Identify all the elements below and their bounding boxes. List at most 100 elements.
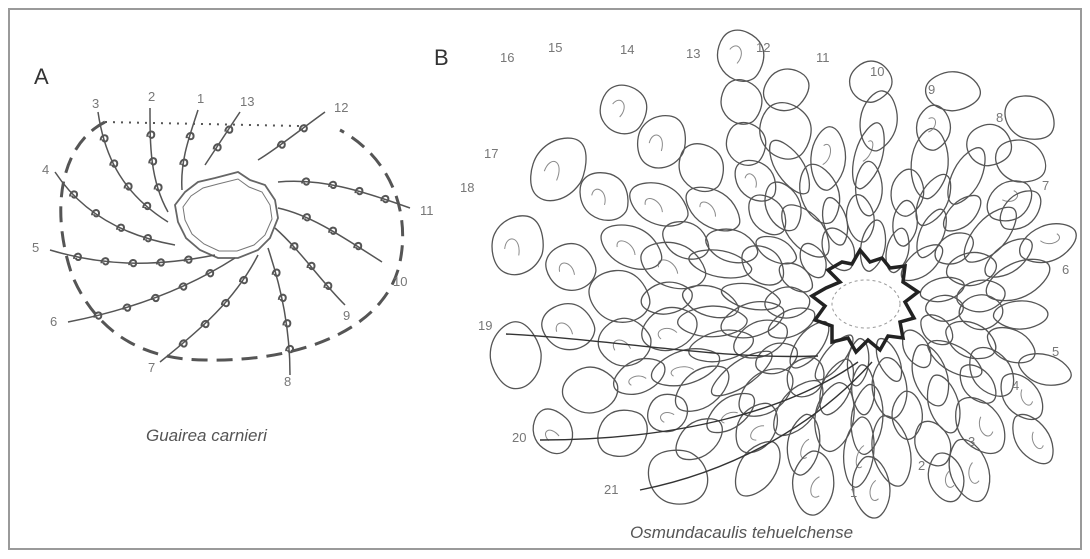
leaf-trace-inner xyxy=(616,240,636,256)
leaf-trace-inner xyxy=(699,201,716,217)
panel-a-label-3: 3 xyxy=(92,96,99,111)
figure-frame xyxy=(8,8,1082,550)
leaf-trace-inner xyxy=(944,470,955,488)
panel-a-label-5: 5 xyxy=(32,240,39,255)
leaf-trace-icon xyxy=(328,226,338,235)
leaf-trace-outline xyxy=(919,276,965,303)
leaf-trace-inner xyxy=(558,262,575,275)
leaf-trace-inner xyxy=(648,134,663,152)
leaf-trace-outline xyxy=(845,194,875,243)
leaf-trace-outline xyxy=(934,232,974,265)
leaf-trace-outline xyxy=(641,306,698,352)
leaf-trace-icon xyxy=(298,124,308,133)
leaf-trace-outline xyxy=(850,383,884,456)
trace-row-10 xyxy=(277,207,383,263)
leaf-trace-icon xyxy=(153,183,163,192)
trace-row-5 xyxy=(49,249,216,264)
leaf-trace-outline xyxy=(966,123,1013,167)
leaf-trace-outline xyxy=(599,84,648,135)
leaf-trace-icon xyxy=(115,223,125,232)
leaf-trace-outline xyxy=(956,279,1006,313)
leaf-trace-outline xyxy=(677,305,748,338)
leaf-trace-icon xyxy=(178,282,188,291)
leaf-trace-outline xyxy=(969,347,1015,397)
leaf-trace-outline xyxy=(799,242,827,279)
leaf-trace-inner xyxy=(612,99,625,118)
trace-row-4 xyxy=(54,171,176,246)
leaf-trace-outline xyxy=(545,242,597,291)
leaf-trace-outline xyxy=(716,29,765,82)
leaf-trace-icon xyxy=(276,140,286,149)
leaf-trace-outline xyxy=(640,281,693,315)
leaf-trace-outline xyxy=(842,416,875,488)
leaf-trace-outline xyxy=(871,357,908,419)
leaf-trace-inner xyxy=(928,117,937,133)
leaf-trace-inner xyxy=(978,416,994,437)
panel-b-label-10: 10 xyxy=(870,64,884,79)
leaf-trace-icon xyxy=(142,201,152,211)
leaf-trace-icon xyxy=(271,268,281,277)
trace-row-12 xyxy=(257,111,326,161)
leaf-trace-outline xyxy=(859,90,898,152)
panel-a: A 1 2 3 4 xyxy=(32,64,434,445)
trace-row-1 xyxy=(180,109,199,191)
leaf-trace-outline xyxy=(891,390,923,440)
trace-row-13 xyxy=(204,111,241,166)
leaf-trace-outline xyxy=(821,227,856,272)
leaf-trace-icon xyxy=(146,130,156,139)
leaf-trace-outline xyxy=(720,282,781,311)
leaf-trace-outline xyxy=(764,181,802,232)
leaf-trace-icon xyxy=(238,275,248,285)
leaf-trace-outline xyxy=(871,415,912,487)
leaf-trace-outline xyxy=(773,379,824,437)
panel-a-caption: Guairea carnieri xyxy=(146,426,268,445)
leaf-trace-outline xyxy=(999,190,1042,231)
leaf-trace-outline xyxy=(637,115,686,169)
leader-21 xyxy=(639,361,873,491)
leaf-trace-outline xyxy=(769,139,811,195)
leaf-trace-outline xyxy=(814,334,854,381)
trace-row-9 xyxy=(274,227,346,306)
leaf-trace-outline xyxy=(851,456,891,519)
leaf-trace-icon xyxy=(301,177,311,186)
leaf-trace-inner xyxy=(869,479,879,501)
leaf-trace-outline xyxy=(786,356,825,398)
leaf-trace-outline xyxy=(688,249,753,279)
leaf-trace-outline xyxy=(489,321,542,390)
panel-a-leaf-traces xyxy=(49,107,411,376)
leaf-trace-inner xyxy=(612,339,632,351)
leaf-trace-inner xyxy=(644,198,663,213)
panel-b-label-19: 19 xyxy=(478,318,492,333)
leaf-trace-outline xyxy=(647,449,709,505)
leaf-trace-icon xyxy=(185,131,195,141)
leaf-trace-outline xyxy=(675,418,723,461)
panel-a-stem-outline xyxy=(59,120,405,362)
leaf-trace-outline xyxy=(530,137,587,202)
panel-a-label-11: 11 xyxy=(420,203,434,218)
leaf-trace-icon xyxy=(282,319,292,328)
leaf-trace-outline xyxy=(900,244,944,282)
leaf-trace-outline xyxy=(647,393,689,433)
leaf-trace-outline xyxy=(915,173,952,227)
panel-b-label-15: 15 xyxy=(548,40,562,55)
leaf-trace-outline xyxy=(734,440,781,497)
panel-b: B 1 2 3 4 5 6 7 8 9 10 11 12 13 14 xyxy=(434,29,1077,542)
leaf-trace-outline xyxy=(911,344,950,407)
panel-b-label-6: 6 xyxy=(1062,262,1069,277)
leaf-trace-inner xyxy=(628,375,647,386)
leaf-trace-icon xyxy=(100,257,110,266)
leaf-trace-outline xyxy=(1000,373,1044,421)
leaf-trace-outline xyxy=(755,235,798,265)
leaf-trace-icon xyxy=(200,319,210,329)
leaf-trace-outline xyxy=(915,104,952,151)
stele-icon xyxy=(174,171,279,259)
leaf-trace-outline xyxy=(725,121,767,166)
leaf-trace-icon xyxy=(69,190,79,199)
leader-19 xyxy=(505,333,819,358)
leaf-trace-icon xyxy=(93,311,103,320)
leaf-trace-inner xyxy=(968,462,980,484)
leaf-trace-outline xyxy=(662,221,710,260)
leaf-trace-inner xyxy=(729,45,742,64)
leaf-trace-outline xyxy=(705,228,759,264)
leaf-trace-outline xyxy=(959,364,997,404)
